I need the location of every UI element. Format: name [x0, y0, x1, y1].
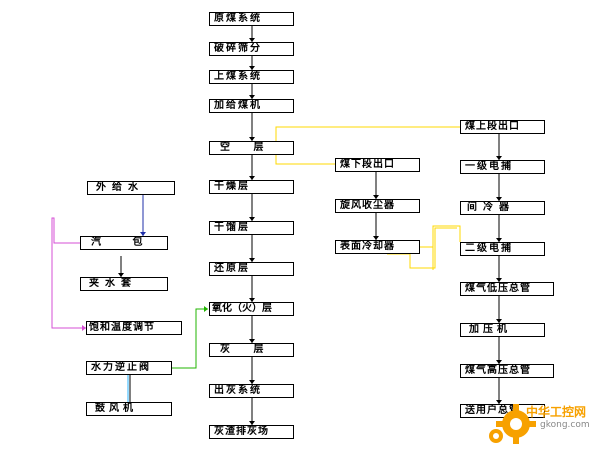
node-ash-layer: 灰 层	[209, 343, 294, 357]
node-lp-header: 煤气低压总管	[460, 282, 554, 296]
node-jacket: 夹水套	[80, 277, 168, 291]
node-compressor: 加压机	[460, 323, 545, 337]
gear-logo-icon	[489, 404, 536, 444]
node-crush: 破碎筛分	[209, 42, 294, 56]
watermark-url: gkong.com	[540, 420, 590, 430]
node-esp1: 一级电捕	[460, 160, 545, 174]
node-cyclone: 旋风收尘器	[335, 199, 420, 213]
node-drum: 汽 包	[80, 236, 168, 250]
node-ash-yard: 灰渣排灰场	[209, 425, 294, 439]
node-blower: 鼓风机	[86, 402, 172, 416]
node-hp-header: 煤气高压总管	[460, 364, 554, 378]
node-surface-cooler: 表面冷却器	[335, 240, 420, 254]
node-esp2: 二级电捕	[460, 242, 545, 256]
node-dry-layer: 干燥层	[209, 180, 294, 194]
watermark-brand: 中华工控网	[526, 405, 587, 419]
node-ash-out: 出灰系统	[209, 384, 294, 398]
node-raw-coal: 原煤系统	[209, 12, 294, 26]
node-inter-cooler: 间冷器	[460, 201, 545, 215]
node-sat-temp: 饱和温度调节	[86, 321, 182, 335]
node-reduce-layer: 还原层	[209, 262, 294, 276]
node-feeder: 加给煤机	[209, 99, 294, 113]
node-empty-layer: 空 层	[209, 141, 294, 155]
node-upper-coal: 上煤系统	[209, 70, 294, 84]
node-dist-layer: 干馏层	[209, 221, 294, 235]
node-check-valve: 水力逆止阀	[86, 361, 172, 375]
node-upper-outlet: 煤上段出口	[460, 120, 545, 134]
node-ext-water: 外给水	[87, 181, 175, 195]
node-lower-outlet: 煤下段出口	[335, 158, 420, 172]
node-oxid-layer: 氧化（火）层	[209, 302, 294, 316]
